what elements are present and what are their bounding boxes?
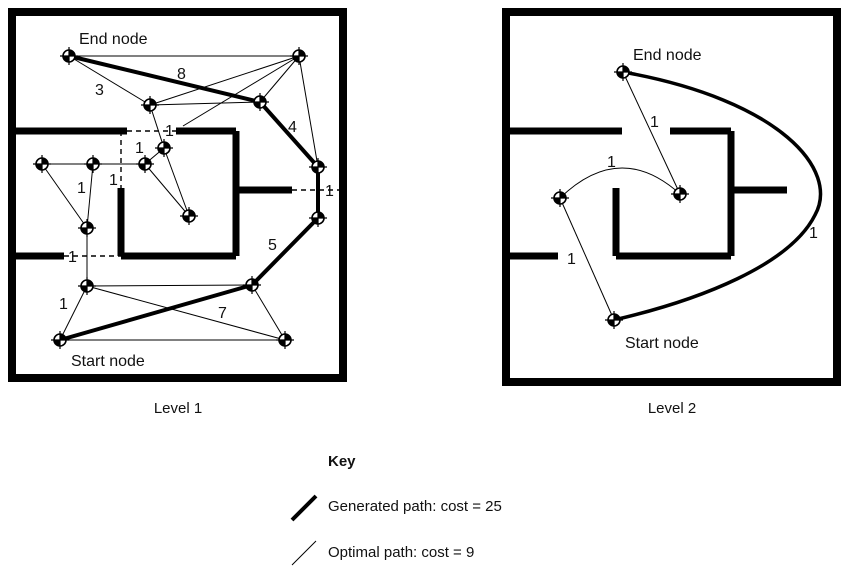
level1-cost-1-door-bottom: 1 bbox=[68, 249, 77, 266]
level1-start-node bbox=[50, 330, 70, 350]
level1-caption: Level 1 bbox=[154, 400, 202, 417]
level1-generated-path bbox=[59, 54, 320, 342]
key-title: Key bbox=[328, 453, 356, 470]
level2-map: End node Start node 1 1 1 1 Level 2 bbox=[502, 8, 841, 417]
level2-start-node bbox=[604, 310, 624, 330]
level1-cost-1-door-right: 1 bbox=[325, 183, 334, 200]
level1-node bbox=[289, 46, 309, 66]
level1-cost-1-center: 1 bbox=[135, 140, 144, 157]
level2-cost-1-end-link: 1 bbox=[650, 114, 659, 131]
level1-node bbox=[135, 154, 155, 174]
level2-end-label: End node bbox=[633, 47, 702, 64]
level2-cost-1-left: 1 bbox=[567, 251, 576, 268]
level2-end-node bbox=[613, 62, 633, 82]
level1-outer-wall bbox=[8, 8, 347, 382]
level1-graph-edges bbox=[41, 55, 319, 341]
key-generated-path-swatch bbox=[290, 494, 318, 522]
level2-generated-path bbox=[613, 70, 823, 322]
level1-start-label: Start node bbox=[71, 353, 145, 370]
level1-node bbox=[83, 154, 103, 174]
level2-cost-1-outer: 1 bbox=[809, 225, 818, 242]
level2-start-label: Start node bbox=[625, 335, 699, 352]
level1-node bbox=[77, 218, 97, 238]
key-legend: Key Generated path: cost = 25 Optimal pa… bbox=[290, 453, 502, 566]
level1-map: End node Start node 3 8 4 1 1 1 1 1 1 5 … bbox=[8, 8, 347, 417]
level1-cost-1-door-vertical: 1 bbox=[109, 172, 118, 189]
level1-end-label: End node bbox=[79, 31, 148, 48]
level1-node bbox=[77, 276, 97, 296]
level1-node bbox=[275, 330, 295, 350]
key-optimal-path-swatch bbox=[291, 540, 317, 566]
level1-node bbox=[140, 95, 160, 115]
level1-cost-1-start: 1 bbox=[59, 296, 68, 313]
level2-outer-wall bbox=[502, 8, 841, 386]
level2-interior-walls bbox=[506, 127, 787, 260]
level1-cost-4: 4 bbox=[288, 119, 297, 136]
level1-interior-walls bbox=[12, 127, 292, 260]
level1-cost-1-door-top: 1 bbox=[165, 123, 174, 140]
level1-cost-8: 8 bbox=[177, 66, 186, 83]
level1-cost-5: 5 bbox=[268, 237, 277, 254]
key-optimal-path-label: Optimal path: cost = 9 bbox=[328, 544, 474, 561]
level2-caption: Level 2 bbox=[648, 400, 696, 417]
key-generated-path-label: Generated path: cost = 25 bbox=[328, 498, 502, 515]
level1-door-crossings bbox=[64, 130, 343, 257]
level1-cost-1-left: 1 bbox=[77, 180, 86, 197]
level2-cost-1-arc: 1 bbox=[607, 154, 616, 171]
level1-node bbox=[32, 154, 52, 174]
level1-cost-7: 7 bbox=[218, 305, 227, 322]
level2-graph-edges bbox=[559, 71, 681, 321]
level1-cost-3: 3 bbox=[95, 82, 104, 99]
level1-node bbox=[154, 138, 174, 158]
level1-node bbox=[179, 206, 199, 226]
level1-end-node bbox=[59, 46, 79, 66]
level2-node bbox=[670, 184, 690, 204]
